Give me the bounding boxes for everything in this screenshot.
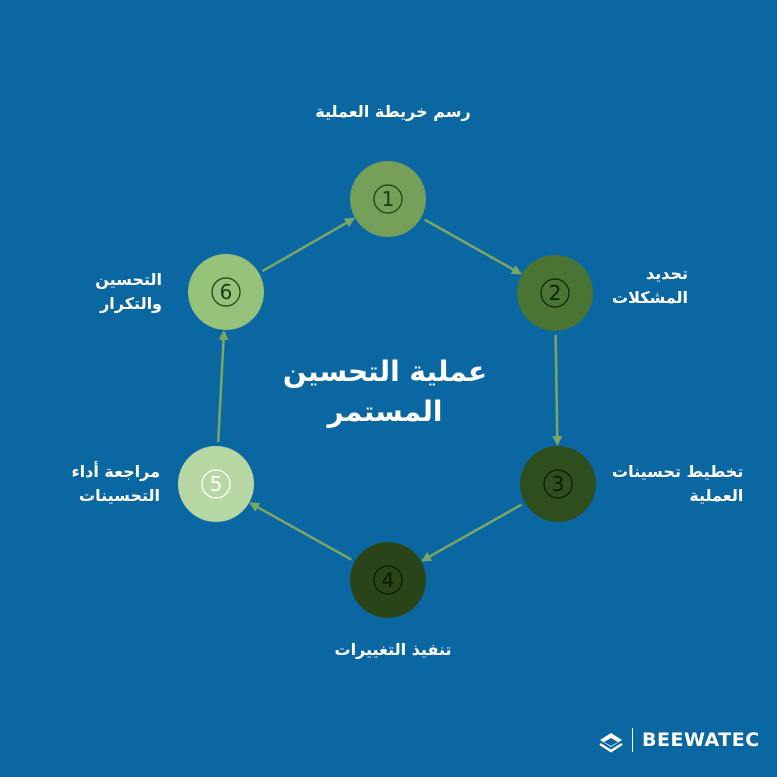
step-2-node: 2 bbox=[517, 255, 593, 331]
step-4-number: 4 bbox=[382, 568, 395, 592]
step-2-label-line-1: تحديد bbox=[646, 264, 689, 283]
step-2-number-ring bbox=[540, 278, 570, 308]
step-1-number-ring bbox=[373, 184, 403, 214]
step-4-circle bbox=[350, 542, 426, 618]
step-5-label-line-1: مراجعة أداء bbox=[71, 462, 160, 481]
step-5-node: 5 bbox=[178, 446, 254, 522]
step-2-label: تحديد المشكلات bbox=[612, 262, 688, 310]
step-1-label: رسم خريطة العملية bbox=[288, 100, 498, 124]
step-4-label: تنفيذ التغييرات bbox=[288, 638, 498, 662]
step-3-number-ring bbox=[543, 469, 573, 499]
step-5-number-ring bbox=[201, 469, 231, 499]
step-5-label: مراجعة أداء التحسينات bbox=[24, 460, 160, 508]
title-line-2: المستمر bbox=[327, 395, 443, 428]
step-2-circle bbox=[517, 255, 593, 331]
step-5-circle bbox=[178, 446, 254, 522]
brand-name: BEEWATEC bbox=[642, 729, 760, 751]
arrow-5-to-6 bbox=[216, 329, 229, 443]
cycle-arrows bbox=[216, 217, 563, 562]
arrow-1-to-2 bbox=[423, 218, 522, 275]
cycle-nodes: 1 2 3 4 5 6 bbox=[178, 161, 596, 618]
arrow-4-to-5 bbox=[249, 502, 352, 561]
step-6-label-line-2: والتكرار bbox=[100, 294, 162, 313]
step-6-label-line-1: التحسين bbox=[95, 270, 162, 289]
step-3-label-line-1: تخطيط تحسينات bbox=[612, 462, 744, 481]
step-1-number: 1 bbox=[382, 187, 395, 211]
step-4-label-line-1: تنفيذ التغييرات bbox=[334, 640, 452, 659]
step-3-number: 3 bbox=[552, 472, 565, 496]
step-6-number-ring bbox=[211, 277, 241, 307]
brand-divider bbox=[632, 728, 633, 752]
brand: BEEWATEC bbox=[598, 724, 760, 756]
step-6-node: 6 bbox=[188, 254, 264, 330]
step-6-label: التحسين والتكرار bbox=[24, 268, 162, 316]
step-4-number-ring bbox=[373, 565, 403, 595]
arrow-2-to-3 bbox=[552, 334, 563, 447]
step-5-label-line-2: التحسينات bbox=[79, 486, 160, 505]
step-3-circle bbox=[520, 446, 596, 522]
step-3-node: 3 bbox=[520, 446, 596, 522]
step-2-number: 2 bbox=[549, 281, 562, 305]
step-6-number: 6 bbox=[220, 280, 233, 304]
step-5-number: 5 bbox=[210, 472, 223, 496]
step-6-circle bbox=[188, 254, 264, 330]
step-3-label: تخطيط تحسينات العملية bbox=[612, 460, 743, 508]
step-3-label-line-2: العملية bbox=[689, 486, 744, 505]
beewatec-logo-icon bbox=[599, 733, 623, 753]
step-1-label-line-1: رسم خريطة العملية bbox=[315, 102, 471, 121]
step-4-node: 4 bbox=[350, 542, 426, 618]
step-1-node: 1 bbox=[350, 161, 426, 237]
title-line-1: عملية التحسين bbox=[282, 355, 488, 388]
step-1-circle bbox=[350, 161, 426, 237]
arrow-6-to-1 bbox=[261, 217, 356, 273]
arrow-3-to-4 bbox=[421, 503, 523, 562]
diagram-title: عملية التحسين المستمر bbox=[240, 352, 530, 432]
step-2-label-line-2: المشكلات bbox=[612, 288, 689, 307]
